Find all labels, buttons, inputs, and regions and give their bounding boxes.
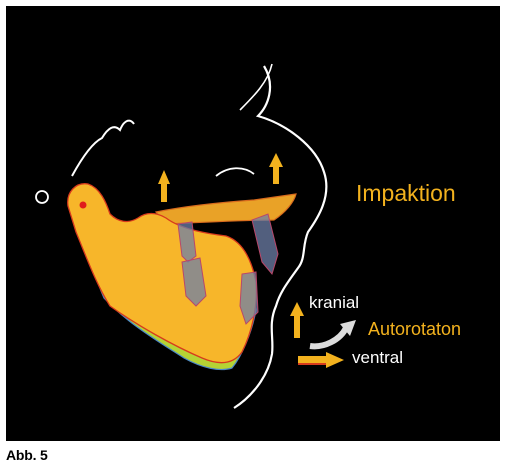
- orbit-outline: [216, 168, 254, 176]
- label-kranial: kranial: [309, 294, 359, 311]
- label-ventral: ventral: [352, 349, 403, 366]
- impaction-arrow-left: [158, 170, 170, 202]
- figure-caption: Abb. 5: [6, 447, 48, 463]
- condyle-point: [80, 202, 87, 209]
- label-autorotation: Autorotaton: [368, 320, 461, 338]
- figure-panel: Impaktion kranial Autorotaton ventral: [6, 6, 500, 441]
- ear-marker: [36, 191, 48, 203]
- kranial-arrow: [290, 302, 304, 338]
- cranial-outline: [72, 121, 134, 176]
- impaction-arrow-right: [269, 153, 283, 184]
- ventral-arrow: [298, 352, 344, 368]
- autorotation-arrow: [310, 320, 356, 346]
- jaw-tracing-illustration: [6, 6, 500, 441]
- upper-incisor: [252, 214, 278, 274]
- label-impaktion: Impaktion: [356, 182, 456, 205]
- palate-plate: [156, 194, 296, 224]
